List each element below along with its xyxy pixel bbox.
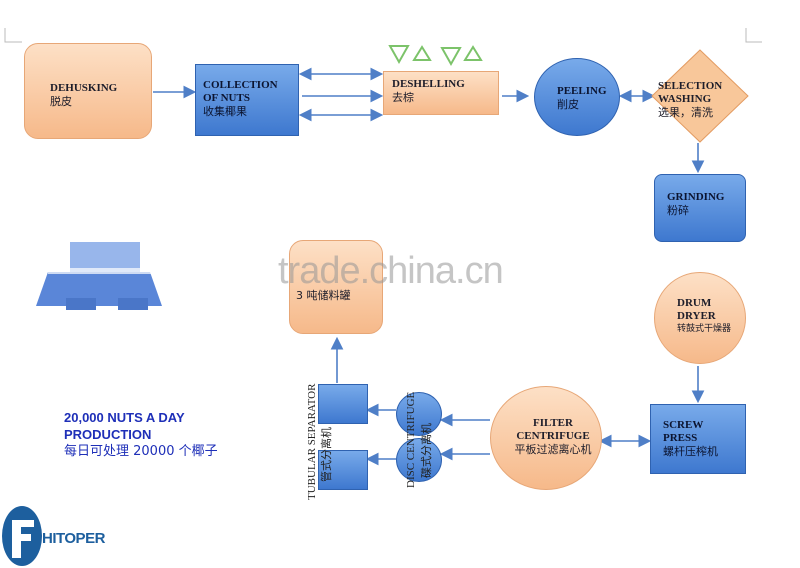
screw-press-node: SCREW PRESS 螺杆压榨机 — [650, 404, 746, 474]
logo-text: HITOPER — [42, 530, 105, 547]
peeling-label-zh: 削皮 — [557, 98, 579, 111]
filter-centrifuge-node: FILTER CENTRIFUGE 平板过滤离心机 — [490, 386, 602, 490]
triangle-up-icon — [463, 45, 483, 61]
disc-centrifuge-top — [396, 392, 442, 436]
tubular-separator-vertical-label-zh: 管式分离机 — [318, 427, 334, 482]
disc-centrifuge-vertical-label-zh: 碟式分离机 — [418, 423, 434, 478]
tubular-separator-vertical-label: TUBULAR SEPARATOR — [306, 384, 318, 500]
disc-centrifuge-vertical-label: DISC CENTRIFUGE — [405, 392, 417, 488]
hitoper-logo-icon — [2, 506, 42, 566]
selection-node: SELECTION WASHING 选果，清洗 — [658, 80, 750, 130]
drum-dryer-node: DRUM DRYER 转鼓式干燥器 — [654, 272, 746, 364]
deshelling-node: DESHELLING 去棕 — [383, 71, 499, 115]
corner-mark-right — [745, 28, 762, 43]
tubular-separator-top — [318, 384, 368, 424]
peeling-label: PEELING — [557, 85, 607, 97]
drum-dryer-label-zh: 转鼓式干燥器 — [677, 324, 732, 334]
grinding-label-zh: 粉碎 — [667, 204, 689, 217]
dehusking-label: DEHUSKING — [50, 82, 118, 94]
triangle-down-icon — [388, 45, 410, 65]
collection-node: COLLECTION OF NUTS 收集椰果 — [195, 64, 299, 136]
production-note-zh: 每日可处理 20000 个椰子 — [64, 444, 218, 459]
decorative-triangles — [388, 45, 483, 67]
storage-tank-node: 3 吨储料罐 — [289, 240, 383, 334]
screw-press-label-zh: 螺杆压榨机 — [663, 445, 718, 458]
selection-label-zh: 选果，清洗 — [658, 106, 713, 119]
disc-centrifuge-label-zh: 碟式分离机 — [420, 423, 433, 478]
filter-centrifuge-label: FILTER CENTRIFUGE — [516, 417, 590, 442]
screw-press-label: SCREW PRESS — [663, 419, 704, 444]
tubular-separator-bottom — [318, 450, 368, 490]
collection-label-zh: 收集椰果 — [203, 105, 247, 118]
deshelling-label: DESHELLING — [392, 78, 465, 90]
filter-centrifuge-label-zh: 平板过滤离心机 — [514, 443, 592, 456]
selection-label: SELECTION WASHING — [658, 80, 723, 105]
collection-label: COLLECTION OF NUTS — [203, 79, 278, 104]
production-note: 20,000 NUTS A DAY PRODUCTION 每日可处理 20000… — [64, 409, 254, 460]
grinding-node: GRINDING 粉碎 — [654, 174, 746, 242]
corner-mark-left — [4, 28, 22, 43]
disc-centrifuge-label: DISC CENTRIFUGE — [405, 391, 417, 488]
triangle-down-icon — [440, 47, 462, 67]
tubular-separator-label-zh: 管式分离机 — [320, 427, 333, 482]
selection-diamond — [651, 49, 749, 143]
production-note-en: 20,000 NUTS A DAY PRODUCTION — [64, 410, 185, 442]
storage-tank-label: 3 吨储料罐 — [296, 289, 351, 302]
peeling-node: PEELING 削皮 — [534, 58, 620, 136]
drum-dryer-label: DRUM DRYER — [677, 297, 716, 322]
triangle-up-icon — [412, 45, 432, 61]
machine-icon — [36, 242, 162, 310]
disc-centrifuge-bottom — [396, 438, 442, 482]
dehusking-label-zh: 脱皮 — [50, 95, 72, 108]
watermark: trade.china.cn — [278, 250, 504, 292]
dehusking-node: DEHUSKING 脱皮 — [24, 43, 152, 139]
grinding-label: GRINDING — [667, 191, 725, 203]
deshelling-label-zh: 去棕 — [392, 91, 414, 104]
tubular-separator-label: TUBULAR SEPARATOR — [306, 383, 318, 500]
